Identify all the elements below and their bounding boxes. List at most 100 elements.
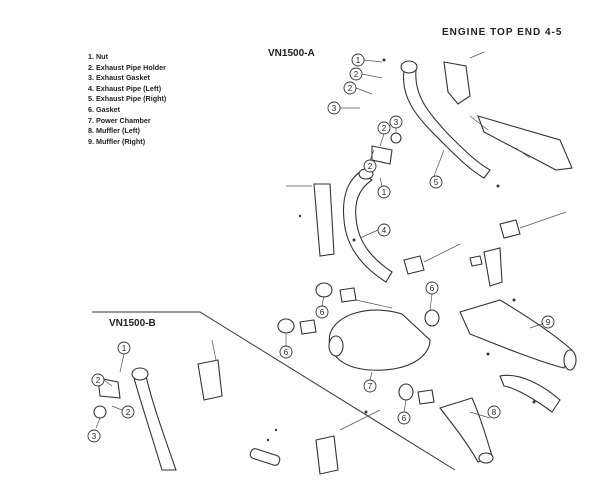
callout-marker: 1 — [377, 185, 391, 199]
heat-shield-right — [477, 115, 573, 171]
callout-marker: 1 — [351, 53, 365, 67]
callout-number: 6 — [402, 414, 407, 423]
vn1500b-boundary — [92, 311, 456, 471]
callout-marker: 7 — [363, 379, 377, 393]
mount-stud — [499, 219, 521, 239]
callout-number: 5 — [434, 178, 439, 187]
callout-marker: 6 — [315, 305, 329, 319]
callout-number: 7 — [368, 382, 373, 391]
exhaust-pipe-holder-top — [443, 61, 471, 105]
hardware-dots — [266, 58, 536, 442]
callout-number: 6 — [320, 308, 325, 317]
page-header: ENGINE TOP END 4-5 — [442, 27, 563, 38]
callout-number: 1 — [382, 188, 387, 197]
muffler-left-tip — [478, 452, 494, 464]
legend-item: 3. Exhaust Gasket — [88, 73, 150, 83]
muffler-right-bracket — [483, 247, 503, 287]
muffler-left — [439, 397, 493, 463]
callout-marker: 2 — [91, 373, 105, 387]
heat-shield-band — [515, 147, 531, 159]
callout-marker: 2 — [343, 81, 357, 95]
callout-number: 1 — [356, 56, 361, 65]
exhaust-gasket — [390, 132, 402, 144]
leader-lines — [95, 59, 543, 429]
gasket-ring — [398, 383, 414, 401]
callout-marker: 3 — [389, 115, 403, 129]
callout-marker: 6 — [425, 281, 439, 295]
exhaust-pipe-right — [402, 69, 491, 179]
mount-stud — [403, 255, 425, 275]
callout-marker: 9 — [541, 315, 555, 329]
callout-marker: 3 — [87, 429, 101, 443]
mount-stud — [469, 255, 483, 267]
mount-bolt — [423, 243, 461, 263]
callout-number: 3 — [332, 104, 337, 113]
legend-item: 8. Muffler (Left) — [88, 126, 140, 136]
callout-marker: 2 — [377, 121, 391, 135]
legend-item: 6. Gasket — [88, 104, 120, 114]
callout-number: 1 — [122, 344, 127, 353]
callout-marker: 4 — [377, 223, 391, 237]
legend-item: 9. Muffler (Right) — [88, 136, 146, 146]
callout-marker: 6 — [279, 345, 293, 359]
callout-number: 2 — [368, 162, 373, 171]
callout-marker: 1 — [117, 341, 131, 355]
power-chamber — [328, 309, 431, 371]
b-bolt — [339, 409, 381, 431]
callout-number: 6 — [430, 284, 435, 293]
callout-number: 8 — [492, 408, 497, 417]
gasket-ring — [424, 309, 440, 327]
callout-marker: 2 — [363, 159, 377, 173]
model-label-a: VN1500-A — [268, 48, 315, 59]
b-holder-bracket — [197, 359, 223, 401]
muffler-right-tip — [563, 349, 577, 371]
exhaust-pipe-left — [342, 171, 393, 283]
b-exhaust-pipe — [133, 375, 177, 471]
b-pipe-flange — [131, 367, 149, 381]
callout-marker: 5 — [429, 175, 443, 189]
b-bracket — [315, 435, 339, 475]
power-chamber-outlet — [328, 335, 344, 357]
callout-marker: 2 — [349, 67, 363, 81]
mount-bolt — [519, 211, 567, 229]
model-label-b: VN1500-B — [109, 318, 156, 329]
muffler-right — [459, 299, 573, 369]
callout-number: 2 — [354, 70, 359, 79]
callout-marker: 6 — [397, 411, 411, 425]
clamp — [299, 319, 317, 335]
legend-item: 1. Nut — [88, 52, 108, 61]
heat-shield-band — [469, 115, 489, 131]
gasket-ring — [277, 318, 295, 334]
callout-markers: 1 2 2 3 2 3 2 1 5 4 6 6 6 6 7 9 8 1 2 2 … — [87, 53, 555, 443]
power-chamber-pipe — [355, 299, 393, 309]
callout-number: 3 — [92, 432, 97, 441]
clamp — [417, 389, 435, 405]
heat-shield-lower — [499, 374, 561, 413]
exhaust-pipe-holder-mid — [371, 145, 393, 165]
legend-item: 4. Exhaust Pipe (Left) — [88, 83, 162, 93]
callout-marker: 8 — [487, 405, 501, 419]
callout-number: 2 — [348, 84, 353, 93]
callout-number: 2 — [96, 376, 101, 385]
mounting-bracket — [313, 183, 335, 257]
callout-marker: 3 — [327, 101, 341, 115]
callout-number: 2 — [126, 408, 131, 417]
legend-item: 2. Exhaust Pipe Holder — [88, 62, 166, 72]
callout-number: 4 — [382, 226, 387, 235]
b-mount-plate — [249, 448, 281, 466]
callout-number: 6 — [284, 348, 289, 357]
b-holder-stud — [211, 339, 217, 361]
callout-number: 2 — [382, 124, 387, 133]
callout-number: 9 — [546, 318, 551, 327]
callout-number: 3 — [394, 118, 399, 127]
callout-marker: 2 — [121, 405, 135, 419]
pipe-right-flange — [400, 60, 418, 74]
parts-legend: 1. Nut 2. Exhaust Pipe Holder 3. Exhaust… — [88, 52, 166, 147]
b-exhaust-gasket — [93, 405, 107, 419]
clamp — [339, 287, 357, 303]
holder-stud — [469, 51, 485, 59]
legend-item: 7. Power Chamber — [88, 115, 151, 125]
gasket-ring — [315, 282, 333, 298]
